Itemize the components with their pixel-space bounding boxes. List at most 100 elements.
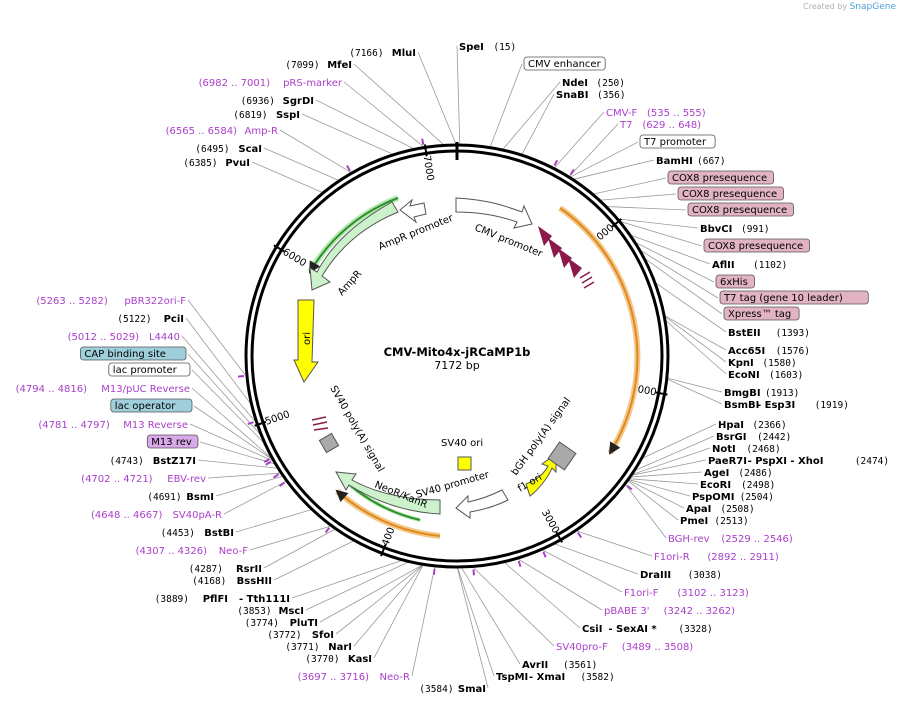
enzyme-position: (7099): [285, 60, 319, 71]
label-box-text: CMV enhancer: [528, 59, 602, 70]
map-label-enz: MluI(7166): [349, 48, 416, 59]
leader-line: [335, 564, 423, 635]
leader-line: [189, 423, 273, 462]
primer-site-mark: [278, 481, 285, 487]
leader-line: [263, 528, 336, 569]
map-label-box: COX8 presequence: [667, 170, 774, 185]
primer-site-mark: [553, 159, 559, 166]
enzyme-position: (1603): [769, 370, 803, 381]
bgh-polya-box: [547, 441, 577, 471]
leader-line: [542, 549, 623, 593]
map-label-enz: BbvCI(991): [700, 224, 770, 235]
enzyme-name: SmaI: [458, 684, 486, 695]
small-tag-marks: [311, 271, 595, 431]
enzyme-position: (3772): [267, 630, 301, 641]
map-label-enz: ApaI(2508): [686, 504, 755, 515]
map-label-box: lac promoter: [108, 362, 191, 377]
map-label-enz: DraIII(3038): [640, 570, 722, 581]
map-label-pr: SV40pro-F(3489 .. 3508): [556, 642, 693, 653]
tick-mark: [254, 420, 267, 427]
map-label-enz: SmaI(3584): [419, 684, 486, 695]
primer-site-mark: [265, 460, 272, 466]
enzyme-name: PvuI: [225, 158, 250, 169]
leader-line: [667, 378, 723, 405]
leader-line: [620, 221, 703, 247]
map-label-box: CMV enhancer: [523, 56, 606, 71]
primer-site-mark: [263, 458, 270, 463]
enzyme-name: PspOMI: [692, 492, 734, 503]
map-label-box: M13 rev: [146, 434, 199, 449]
primer-site-mark: [517, 560, 522, 567]
map-label-pr: Neo-F(4307 .. 4326): [136, 546, 249, 557]
map-label-pr: EBV-rev (4702 .. 4721): [81, 474, 206, 485]
leader-line: [417, 51, 457, 145]
leader-line: [187, 353, 261, 435]
primer-name: Neo-R: [380, 672, 411, 683]
enzyme-position: (3889): [155, 594, 189, 605]
leader-line: [636, 242, 715, 283]
enzyme-name: KasI: [348, 654, 372, 665]
leader-line: [273, 540, 354, 581]
cox8-arrows: [538, 226, 582, 278]
primer-range: (3697 .. 3716): [298, 672, 370, 683]
leader-line: [625, 484, 667, 539]
enzyme-position: (2498): [741, 480, 775, 491]
enzyme-name: CsiI: [582, 624, 602, 635]
primer-site-mark: [273, 473, 280, 479]
enzyme-position: (4168): [192, 576, 226, 587]
enzyme-name: Acc65I: [728, 346, 765, 357]
sv40-polya-left-box: [318, 432, 340, 454]
enzyme-position: (7166): [349, 48, 383, 59]
map-label-box: CAP binding site: [80, 346, 187, 361]
leader-line: [185, 317, 251, 404]
label-box: [687, 202, 794, 217]
enzyme-position: (1576): [776, 346, 810, 357]
tick-mark: [555, 531, 563, 543]
enzyme-position: (1919): [815, 400, 849, 411]
label-box: [667, 170, 774, 185]
label-box: [677, 186, 784, 201]
map-label-box: COX8 presequence: [703, 238, 810, 253]
map-label-enz: BstBI(4453): [161, 528, 234, 539]
enzyme-position: (2513): [714, 516, 748, 527]
enzyme-position: (667): [697, 156, 726, 167]
map-label-enz: KasI(3770): [305, 654, 372, 665]
map-label-enz: PvuI(6385): [183, 158, 250, 169]
map-label-enz: CsiI - SexAI *(3328): [582, 624, 713, 635]
enzyme-name: ApaI: [686, 504, 711, 515]
map-label-enz: PmeI(2513): [680, 516, 749, 527]
feature-label-sv40-polya-left: SV40 poly(A) signal: [327, 384, 385, 474]
primer-range: (535 .. 555): [647, 108, 706, 119]
enzyme-name: NarI: [328, 642, 352, 653]
map-label-box: T7 tag (gene 10 leader): [719, 290, 869, 305]
leader-line: [249, 525, 331, 551]
leader-line: [667, 377, 723, 393]
primer-range: (4702 .. 4721): [81, 474, 153, 485]
leader-line: [554, 543, 639, 575]
leader-line: [456, 567, 489, 689]
primer-name: CMV-F: [606, 108, 637, 119]
enzyme-name: BbvCI: [700, 224, 732, 235]
enzyme-position: (3328): [678, 624, 712, 635]
primer-name: BGH-rev: [668, 534, 710, 545]
primer-name: EBV-rev: [167, 474, 206, 485]
leader-line: [642, 423, 717, 459]
feature-label-sv40-promoter: SV40 promoter: [415, 469, 491, 501]
leader-line: [457, 567, 495, 677]
plasmid-size: 7172 bp: [434, 359, 479, 372]
map-label-enz: PspOMI(2504): [692, 492, 774, 503]
enzyme-position: (250): [596, 78, 625, 89]
enzyme-name: BstEII: [728, 328, 761, 339]
tick-label: 5000: [264, 409, 292, 428]
leader-line: [353, 564, 424, 647]
primer-range: (4781 .. 4797): [38, 420, 110, 431]
map-label-box: COX8 presequence: [677, 186, 784, 201]
label-box-text: 6xHis: [720, 277, 748, 288]
label-box: [639, 134, 716, 149]
leader-line: [251, 161, 323, 193]
orf-arc-line: [559, 207, 639, 455]
label-box: [703, 238, 810, 253]
leader-line: [319, 564, 423, 623]
map-label-enz: TspMI - XmaI(3582): [496, 672, 615, 683]
enzyme-position: (4691): [147, 492, 181, 503]
